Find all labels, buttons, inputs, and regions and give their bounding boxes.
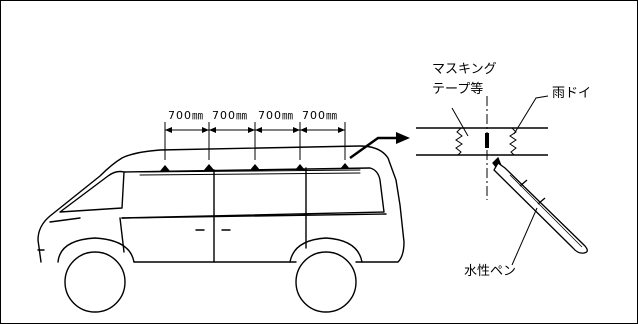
- van: [37, 145, 405, 313]
- side-windows: [121, 167, 385, 219]
- dimension-lines: [164, 122, 346, 160]
- water-pen-label: 水性ペン: [464, 264, 517, 279]
- marker-2: [204, 164, 214, 170]
- van-body: [37, 145, 405, 263]
- rain-gutter-label: 雨ドイ: [552, 86, 592, 101]
- front-wheel: [64, 251, 126, 313]
- detail-view: [416, 95, 549, 200]
- marker-4: [295, 164, 305, 170]
- rear-wheel: [295, 251, 357, 313]
- masking-tape-label-line1: マスキング: [432, 62, 497, 77]
- dimension-label: 700㎜: [258, 109, 294, 122]
- dimension-label: 700㎜: [302, 109, 338, 122]
- roof-markers: [160, 163, 350, 171]
- masking-tape-label-line2: テープ等: [432, 82, 484, 97]
- dimension-label: 700㎜: [212, 109, 248, 122]
- tape-left-edge: [455, 127, 463, 156]
- water-pen: [492, 156, 588, 266]
- dimension-label: 700㎜: [168, 109, 204, 122]
- roof-rail: [139, 169, 361, 173]
- marker-3: [250, 164, 260, 170]
- front-window: [59, 170, 125, 213]
- marker-1: [160, 165, 170, 171]
- marker-5: [340, 163, 350, 169]
- detail-pointer: [349, 132, 410, 160]
